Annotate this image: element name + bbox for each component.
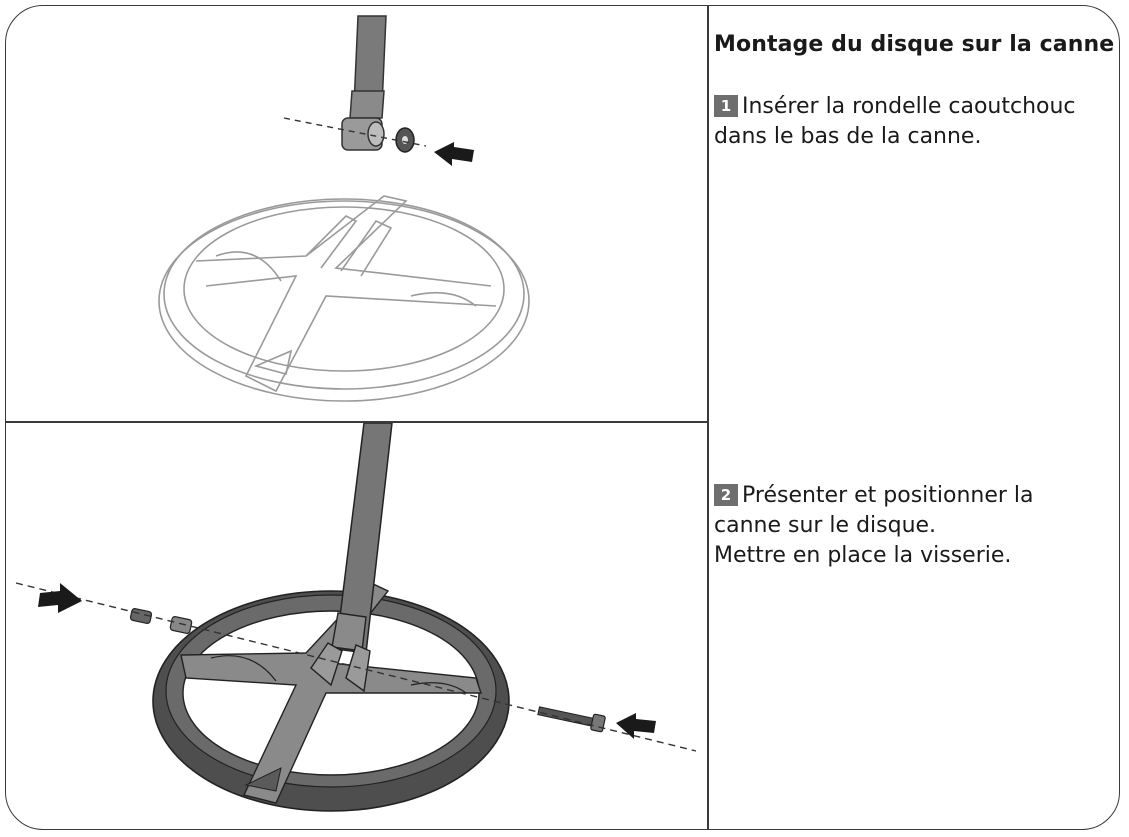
- step-2-line-2: canne sur le disque.: [714, 513, 937, 538]
- illustration-step-1: [6, 6, 706, 420]
- step-2-line-1: Présenter et positionner la: [742, 483, 1034, 508]
- insert-arrow-icon: [434, 142, 474, 166]
- left-arrow-icon: [38, 583, 82, 613]
- shaft-lower: [341, 15, 387, 151]
- step-2-badge: 2: [714, 484, 738, 506]
- knob-nut: [129, 608, 193, 634]
- shaft: [310, 423, 393, 693]
- rubber-washer: [395, 127, 415, 153]
- search-coil: [152, 582, 510, 812]
- bolt: [537, 706, 606, 733]
- column-divider: [707, 6, 709, 829]
- step-2-line-3: Mettre en place la visserie.: [714, 543, 1012, 568]
- step-1-line-1: Insérer la rondelle caoutchouc: [742, 94, 1076, 119]
- search-coil-outline: [158, 195, 530, 402]
- washer-insertion-drawing: [158, 15, 530, 402]
- row-divider: [6, 421, 707, 423]
- illustration-step-2: [6, 423, 706, 829]
- assembly-axis: [283, 117, 427, 147]
- shaft-mounting-drawing: [15, 423, 697, 812]
- page-title: Montage du disque sur la canne: [714, 32, 1115, 57]
- step-1-badge: 1: [714, 95, 738, 117]
- right-arrow-icon: [616, 713, 656, 739]
- step-1-line-2: dans le bas de la canne.: [714, 124, 982, 149]
- screw-axis: [15, 582, 697, 752]
